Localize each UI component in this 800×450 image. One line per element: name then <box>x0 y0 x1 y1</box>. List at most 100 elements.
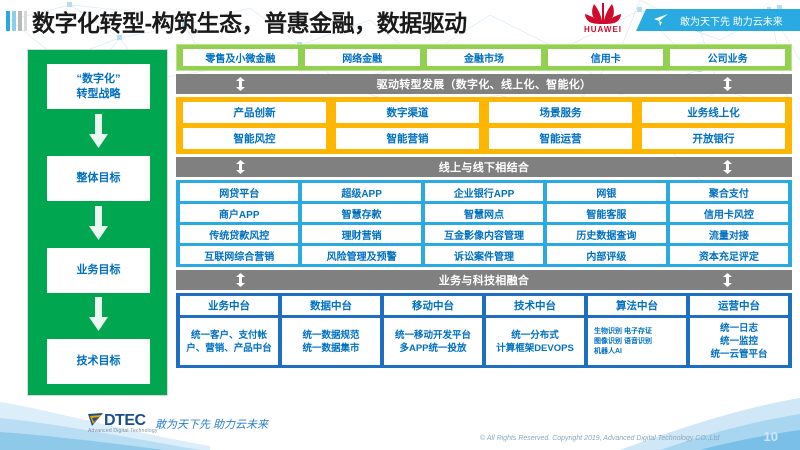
online-cell-2-4-label: 流量对接 <box>708 230 749 242</box>
online-cell-1-1[interactable]: 智慧存款 <box>302 204 421 222</box>
midend-column-4: 算法中台生物识别 电子存证图像识别 语音识别机器人AI <box>588 296 686 365</box>
online-cell-0-0[interactable]: 网贷平台 <box>180 183 299 201</box>
online-cell-2-4[interactable]: 流量对接 <box>669 225 789 243</box>
business-line-cell-1[interactable]: 网络金融 <box>304 49 420 66</box>
midend-column-3: 技术中台统一分布式计算框架DEVOPS <box>486 296 584 365</box>
midend-body-5[interactable]: 统一日志统一监控统一云管平台 <box>690 318 788 365</box>
midend-head-1[interactable]: 数据中台 <box>282 296 380 315</box>
midend-body-1-label: 统一数据规范统一数据集市 <box>302 329 360 354</box>
online-cell-0-1[interactable]: 超级APP <box>302 183 421 201</box>
online-cell-1-3[interactable]: 智能客服 <box>547 204 666 222</box>
online-cell-3-0-label: 互联网综合营销 <box>204 251 275 263</box>
drive-row-1: 智能风控智能营销智能运营开放银行 <box>183 128 785 149</box>
business-line-cell-4[interactable]: 公司业务 <box>670 49 785 66</box>
midend-head-1-label: 数据中台 <box>310 300 352 312</box>
online-cell-1-0-label: 商户APP <box>218 209 260 221</box>
header-accent-bars-icon <box>6 11 28 31</box>
midend-column-2: 移动中台统一移动开发平台多APP统一投放 <box>384 296 482 365</box>
drive-cell-1-1[interactable]: 智能营销 <box>336 128 479 149</box>
online-cell-3-3-label: 内部评级 <box>586 251 627 263</box>
business-line-cell-1-label: 网络金融 <box>342 54 383 65</box>
online-cell-2-0[interactable]: 传统贷款风控 <box>180 225 299 243</box>
drive-cell-1-3[interactable]: 开放银行 <box>642 128 785 149</box>
strategy-box-2[interactable]: 业务目标 <box>47 248 150 293</box>
midend-body-4-label: 生物识别 电子存证图像识别 语音识别机器人AI <box>594 327 652 355</box>
online-cell-3-4[interactable]: 资本充足评定 <box>669 246 789 264</box>
dtec-mark-icon <box>88 413 103 426</box>
strategy-box-3[interactable]: 技术目标 <box>47 339 150 384</box>
online-cell-1-3-label: 智能客服 <box>586 209 627 221</box>
drive-cell-0-0[interactable]: 产品创新 <box>183 102 326 123</box>
online-cell-3-2[interactable]: 诉讼案件管理 <box>424 246 544 264</box>
online-cell-1-0[interactable]: 商户APP <box>180 204 299 222</box>
online-cell-1-4[interactable]: 信用卡风控 <box>669 204 789 222</box>
midend-body-0[interactable]: 统一客户、支付帐户、营销、产品中台 <box>180 318 278 365</box>
online-cell-3-1-label: 风险管理及预警 <box>326 251 397 263</box>
midend-body-3[interactable]: 统一分布式计算框架DEVOPS <box>486 318 584 365</box>
midend-body-0-label: 统一客户、支付帐户、营销、产品中台 <box>186 329 272 354</box>
dtec-wordmark: DTEC <box>104 412 146 429</box>
divider-2-label: 线上与线下相结合 <box>438 162 530 174</box>
architecture-stack: 零售及小微金融 网络金融 金融市场 信用卡 公司业务 驱动转型发展（数字化、线上化、智能… <box>176 44 792 368</box>
ribbon-text: 敢为天下先 助力云未来 <box>680 17 783 28</box>
online-cell-1-2[interactable]: 智慧网点 <box>424 204 544 222</box>
drive-cell-0-2[interactable]: 场景服务 <box>489 102 632 123</box>
strategy-box-1[interactable]: 整体目标 <box>47 156 150 201</box>
online-cell-2-1[interactable]: 理财营销 <box>302 225 421 243</box>
divider-business-tech: 业务与科技相融合 <box>176 270 792 290</box>
page-number: 10 <box>763 429 778 444</box>
midend-head-2[interactable]: 移动中台 <box>384 296 482 315</box>
business-line-cell-4-label: 公司业务 <box>707 54 748 65</box>
midend-body-2[interactable]: 统一移动开发平台多APP统一投放 <box>384 318 482 365</box>
drive-cell-1-2[interactable]: 智能运营 <box>489 128 632 149</box>
online-cell-2-2[interactable]: 互金影像内容管理 <box>424 225 544 243</box>
midend-head-4[interactable]: 算法中台 <box>588 296 686 315</box>
online-cell-3-2-label: 诉讼案件管理 <box>454 251 515 263</box>
business-line-cell-2-label: 金融市场 <box>463 54 504 65</box>
huawei-wordmark: HUAWEI <box>584 25 622 34</box>
online-cell-2-1-label: 理财营销 <box>341 230 382 242</box>
divider-1-label: 驱动转型发展（数字化、线上化、智能化） <box>376 79 592 91</box>
online-row-2: 传统贷款风控 理财营销 互金影像内容管理 历史数据查询 流量对接 <box>180 225 789 243</box>
online-cell-2-2-label: 互金影像内容管理 <box>444 230 525 242</box>
online-cell-0-1-label: 超级APP <box>341 188 382 200</box>
business-line-cell-2[interactable]: 金融市场 <box>426 49 542 66</box>
drive-cell-1-0[interactable]: 智能风控 <box>183 128 326 149</box>
online-cell-0-0-label: 网贷平台 <box>219 188 260 200</box>
midend-head-3[interactable]: 技术中台 <box>486 296 584 315</box>
drive-cell-0-1[interactable]: 数字渠道 <box>336 102 479 123</box>
business-line-cell-3[interactable]: 信用卡 <box>548 49 664 66</box>
midend-body-3-label: 统一分布式计算框架DEVOPS <box>496 329 574 354</box>
online-cell-3-3[interactable]: 内部评级 <box>547 246 666 264</box>
online-cell-3-4-label: 资本充足评定 <box>698 251 759 263</box>
double-arrow-icon <box>236 77 245 91</box>
midend-column-5: 运营中台统一日志统一监控统一云管平台 <box>690 296 788 365</box>
midend-body-1[interactable]: 统一数据规范统一数据集市 <box>282 318 380 365</box>
online-cell-0-4[interactable]: 聚合支付 <box>669 183 789 201</box>
online-cell-0-3[interactable]: 网银 <box>547 183 666 201</box>
online-cell-0-4-label: 聚合支付 <box>708 188 749 200</box>
online-cell-0-2[interactable]: 企业银行APP <box>424 183 544 201</box>
paper-plane-icon <box>654 14 668 26</box>
online-cell-3-0[interactable]: 互联网综合营销 <box>180 246 299 264</box>
midend-head-0-label: 业务中台 <box>208 300 250 312</box>
midend-head-0[interactable]: 业务中台 <box>180 296 278 315</box>
online-cell-2-3[interactable]: 历史数据查询 <box>547 225 666 243</box>
drive-cell-0-1-label: 数字渠道 <box>386 107 429 119</box>
midend-head-5[interactable]: 运营中台 <box>690 296 788 315</box>
divider-online-offline: 线上与线下相结合 <box>176 157 792 177</box>
footer-copyright: © All Rights Reserved. Copyright 2019, A… <box>480 435 720 442</box>
huawei-flower-icon <box>585 3 621 24</box>
online-cell-3-1[interactable]: 风险管理及预警 <box>302 246 421 264</box>
double-arrow-icon <box>236 273 245 287</box>
midend-head-4-label: 算法中台 <box>616 300 658 312</box>
online-cell-1-4-label: 信用卡风控 <box>703 209 754 221</box>
online-cell-1-2-label: 智慧网点 <box>464 209 505 221</box>
drive-cell-0-3[interactable]: 业务线上化 <box>642 102 785 123</box>
drive-cell-0-3-label: 业务线上化 <box>687 107 740 119</box>
midend-body-4[interactable]: 生物识别 电子存证图像识别 语音识别机器人AI <box>588 318 686 365</box>
strategy-box-0[interactable]: “数字化”转型战略 <box>47 64 150 109</box>
business-line-cell-0[interactable]: 零售及小微金融 <box>183 49 298 66</box>
